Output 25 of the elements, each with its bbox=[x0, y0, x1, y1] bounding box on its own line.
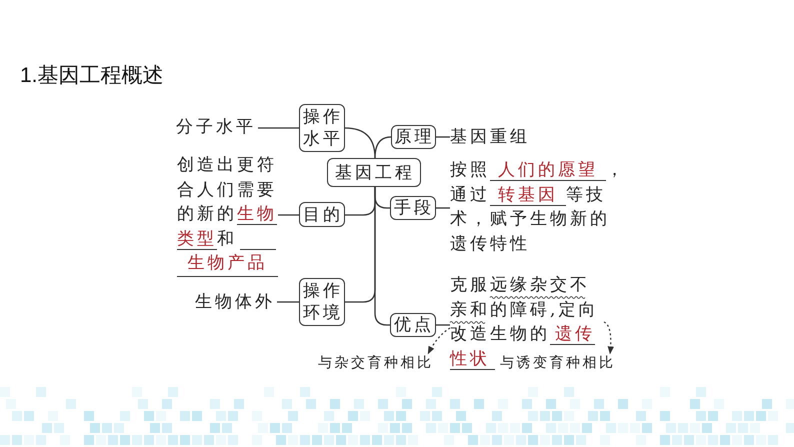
branch-text: 分子水平 bbox=[176, 115, 258, 140]
branch-text: 按照人们的愿望，通过转基因等技术，赋予生物新的遗传特性 bbox=[450, 158, 628, 256]
branch-text: 创造出更符合人们需要的新的生物类型和生物产品 bbox=[177, 153, 278, 276]
branch-box: 目的 bbox=[299, 202, 345, 227]
handwritten-note: 与诱变育种相比 bbox=[500, 354, 616, 372]
branch-box: 操作环境 bbox=[299, 278, 345, 326]
branch-line bbox=[258, 127, 299, 129]
branch-line bbox=[277, 301, 299, 303]
dotted-arrow bbox=[604, 321, 614, 354]
handwritten-note: 与杂交育种相比 bbox=[318, 354, 434, 372]
branch-line bbox=[374, 136, 392, 158]
branch-line bbox=[278, 214, 299, 216]
branch-text: 基因重组 bbox=[450, 125, 532, 150]
branch-line bbox=[436, 136, 450, 138]
branch-line bbox=[436, 207, 450, 209]
branch-line bbox=[436, 324, 450, 326]
topic-box: 基因工程 bbox=[327, 158, 421, 187]
branch-box: 手段 bbox=[390, 196, 436, 220]
dotted-arrow bbox=[427, 328, 450, 354]
branch-box: 优点 bbox=[390, 313, 436, 337]
branch-box: 原理 bbox=[391, 125, 436, 149]
branch-line bbox=[374, 187, 390, 326]
title: 1.基因工程概述 bbox=[20, 63, 164, 89]
branch-box: 操作水平 bbox=[299, 104, 345, 152]
branch-text: 生物体外 bbox=[195, 290, 277, 314]
